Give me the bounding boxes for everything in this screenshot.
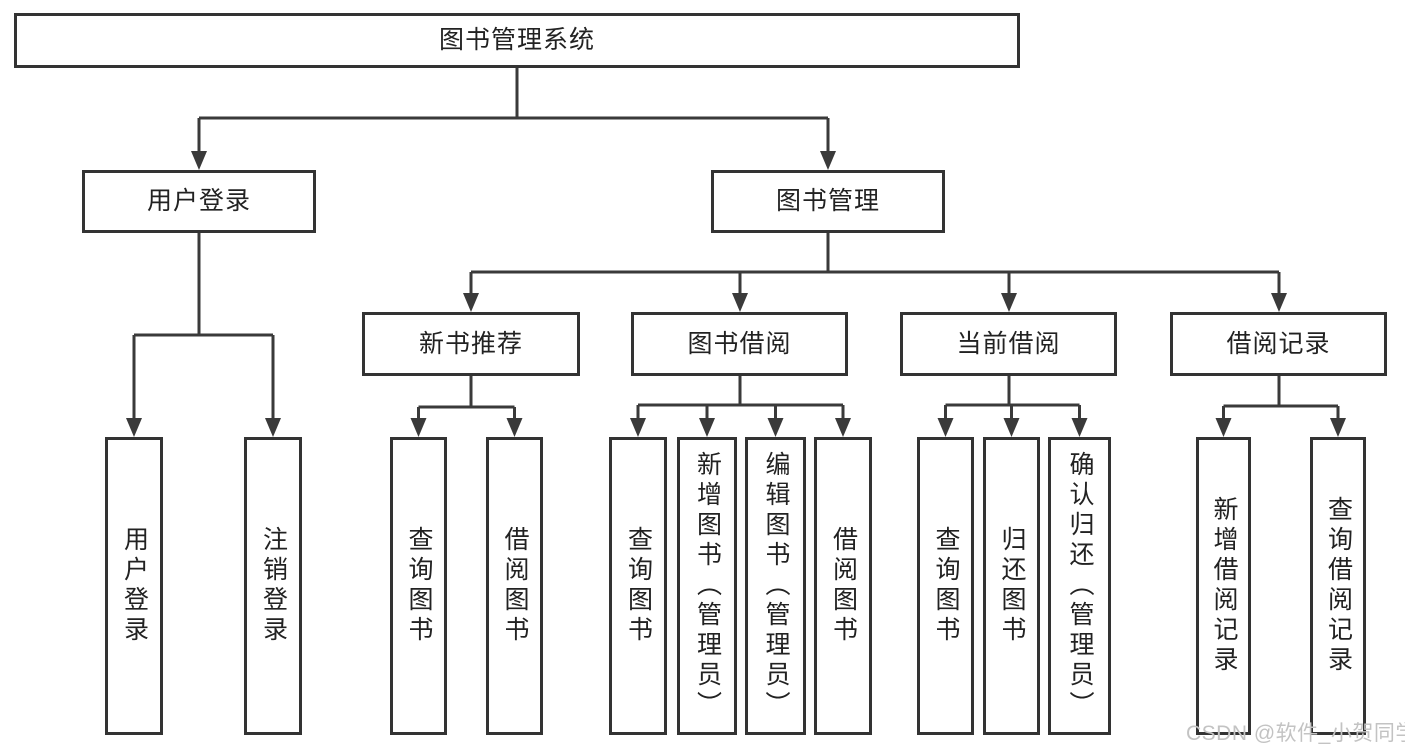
node-label: 图书管理系统	[438, 26, 595, 54]
leaf-label: 查询图书	[932, 526, 960, 646]
leaf-query-books-recommend: 查询图书	[390, 437, 447, 735]
node-label: 图书借阅	[687, 329, 792, 358]
leaf-logout: 注销登录	[244, 437, 302, 735]
leaf-label: 借阅图书	[829, 526, 858, 646]
leaf-label: 确认归还（管理员）	[1066, 451, 1094, 721]
leaf-label: 查询借阅记录	[1324, 496, 1353, 676]
node-label: 图书管理	[775, 187, 880, 215]
leaf-label: 归还图书	[998, 526, 1026, 646]
leaf-user-login: 用户登录	[105, 437, 163, 735]
node-new-book-recommend: 新书推荐	[362, 312, 580, 376]
leaf-label: 查询图书	[405, 526, 433, 646]
leaf-query-books-borrow: 查询图书	[609, 437, 667, 735]
leaf-label: 查询图书	[624, 526, 653, 646]
node-label: 用户登录	[146, 187, 251, 215]
leaf-query-books-current: 查询图书	[917, 437, 974, 735]
node-borrow-records: 借阅记录	[1170, 312, 1387, 376]
node-label: 借阅记录	[1226, 329, 1331, 358]
leaf-label: 注销登录	[259, 526, 288, 646]
leaf-label: 新增图书（管理员）	[693, 451, 722, 721]
node-label: 新书推荐	[418, 329, 523, 358]
leaf-confirm-return-admin: 确认归还（管理员）	[1048, 437, 1111, 735]
leaf-borrow-books: 借阅图书	[814, 437, 872, 735]
node-user-login: 用户登录	[82, 170, 316, 233]
leaf-label: 新增借阅记录	[1210, 496, 1238, 676]
node-library-management-system: 图书管理系统	[14, 13, 1020, 68]
leaf-label: 编辑图书（管理员）	[762, 451, 790, 721]
node-book-borrow: 图书借阅	[631, 312, 848, 376]
leaf-label: 借阅图书	[501, 526, 529, 646]
node-current-borrow: 当前借阅	[900, 312, 1117, 376]
node-book-management: 图书管理	[711, 170, 945, 233]
leaf-edit-books-admin: 编辑图书（管理员）	[745, 437, 806, 735]
leaf-borrow-books-recommend: 借阅图书	[486, 437, 543, 735]
leaf-add-books-admin: 新增图书（管理员）	[677, 437, 737, 735]
csdn-watermark: CSDN @软件_小贺同学	[1186, 722, 1405, 745]
leaf-return-books: 归还图书	[983, 437, 1040, 735]
node-label: 当前借阅	[956, 329, 1061, 358]
leaf-query-borrow-record: 查询借阅记录	[1310, 437, 1366, 735]
leaf-add-borrow-record: 新增借阅记录	[1196, 437, 1251, 735]
leaf-label: 用户登录	[120, 526, 149, 646]
